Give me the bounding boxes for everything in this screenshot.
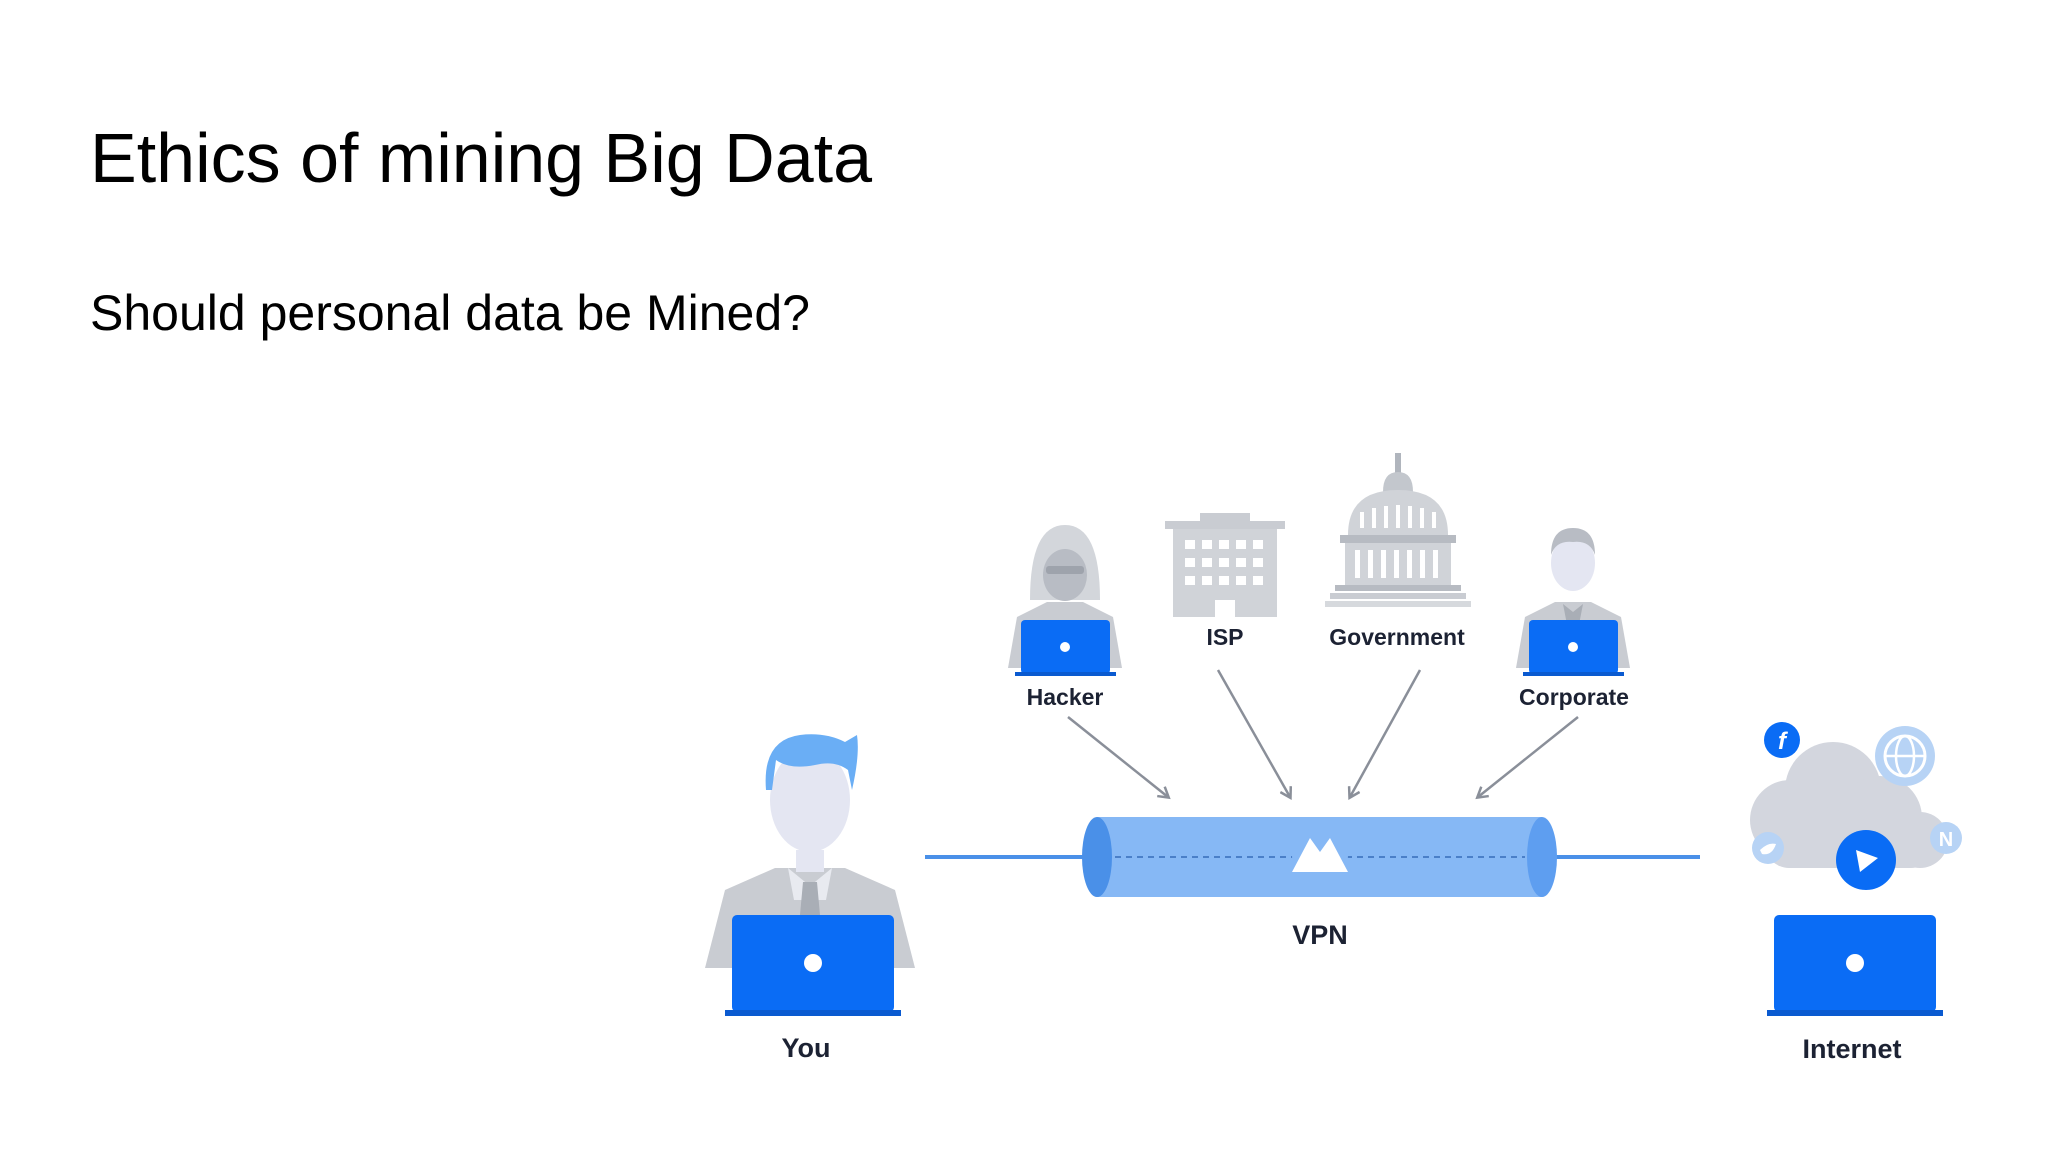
government-label: Government (1329, 624, 1465, 650)
slide-title: Ethics of mining Big Data (90, 119, 873, 197)
isp-arrow (1216, 669, 1290, 797)
hacker-label: Hacker (1027, 684, 1104, 710)
isp-label: ISP (1206, 624, 1243, 650)
cloud-laptop-icon: f N (1750, 722, 1962, 1016)
slide-subtitle: Should personal data be Mined? (90, 285, 810, 341)
businessman-icon (1516, 528, 1630, 676)
vpn-tunnel-icon (1082, 817, 1557, 897)
office-building-icon (1165, 513, 1285, 617)
corporate-label: Corporate (1519, 684, 1629, 710)
person-with-laptop-icon (705, 734, 915, 1016)
government-arrow (1350, 669, 1422, 797)
internet-label: Internet (1802, 1034, 1901, 1064)
play-button-icon (1836, 830, 1896, 890)
n-badge-icon: N (1930, 822, 1962, 854)
capitol-building-icon (1325, 453, 1471, 607)
globe-icon (1875, 726, 1935, 786)
hooded-hacker-icon (1008, 525, 1122, 676)
observer-arrows (1067, 669, 1579, 797)
hacker-arrow (1067, 716, 1168, 797)
svg-text:N: N (1939, 829, 1953, 851)
svg-text:f: f (1778, 728, 1788, 755)
vpn-label: VPN (1292, 920, 1348, 950)
corporate-arrow (1478, 716, 1579, 797)
you-label: You (782, 1033, 831, 1063)
bird-icon (1752, 832, 1784, 864)
social-f-icon (1764, 722, 1800, 758)
